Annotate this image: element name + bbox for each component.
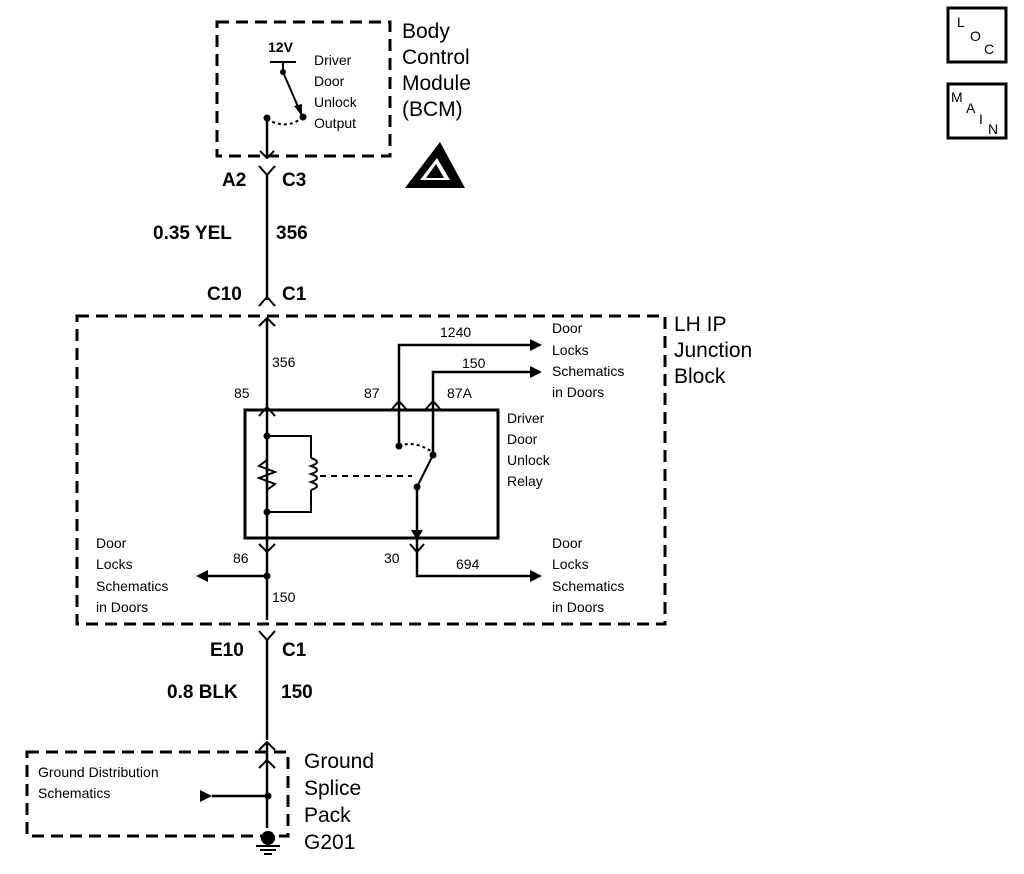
- ground-title-line-4: G201: [304, 831, 355, 854]
- loc-button[interactable]: L O C: [946, 6, 1008, 64]
- relay-label: Driver Door Unlock Relay: [507, 410, 551, 489]
- wire-bottom-circuit: 150: [281, 682, 313, 703]
- bcm-output-line-3: Unlock: [314, 94, 358, 110]
- junction-block-title-line-1: LH IP: [674, 313, 727, 336]
- connector-c10-c1: C10 C1: [207, 284, 307, 307]
- connector-bottom-right: C1: [282, 640, 307, 661]
- ground-title-line-1: Ground: [304, 750, 374, 773]
- ground-ref-line-2: Schematics: [38, 785, 110, 801]
- connector-top-left: A2: [222, 170, 246, 191]
- bcm-output-switch: [259, 61, 307, 160]
- ref-right-door-locks: Door Locks Schematics in Doors: [552, 535, 624, 615]
- driver-door-unlock-relay: [243, 408, 500, 540]
- relay-label-line-1: Driver: [507, 410, 545, 426]
- junction-block-dashed-box: [75, 314, 667, 626]
- bcm-title-line-2: Control: [402, 46, 470, 69]
- ref-top-line-2: Locks: [552, 342, 589, 358]
- ref-left-line-4: in Doors: [96, 599, 148, 615]
- main-letter-n: N: [988, 121, 998, 137]
- bcm-voltage-label: 12V: [268, 39, 294, 55]
- ref-left-line-3: Schematics: [96, 578, 168, 594]
- circuit-1240-label: 1240: [440, 324, 471, 340]
- ref-right-line-3: Schematics: [552, 578, 624, 594]
- pin-85-label: 85: [234, 385, 250, 401]
- connector-e10-c1: E10 C1: [210, 630, 307, 661]
- pin-87-label: 87: [364, 385, 380, 401]
- ref-left-door-locks: Door Locks Schematics in Doors: [96, 535, 168, 615]
- connector-top-right: C3: [282, 170, 306, 191]
- connector-a2-c3: A2 C3: [222, 165, 306, 191]
- ref-right-line-2: Locks: [552, 556, 589, 572]
- ground-title-line-3: Pack: [304, 804, 351, 827]
- connector-jb-top-right: C1: [282, 284, 307, 305]
- junction-block-title-line-2: Junction: [674, 339, 752, 362]
- ref-right-line-4: in Doors: [552, 599, 604, 615]
- wire-1240: [397, 343, 530, 405]
- ground-title-line-2: Splice: [304, 777, 361, 800]
- ref-top-line-4: in Doors: [552, 384, 604, 400]
- circuit-694-label: 694: [456, 556, 480, 572]
- bcm-output-line-1: Driver: [314, 52, 352, 68]
- jb-circuit-356: 356: [272, 354, 296, 370]
- wire-694: [415, 548, 530, 578]
- esd-sensitive-icon: [405, 142, 465, 188]
- main-button[interactable]: M A I N: [946, 82, 1008, 140]
- ground-ref-line-1: Ground Distribution: [38, 764, 159, 780]
- loc-letter-o: O: [970, 28, 981, 44]
- wire-top-gauge-color: 0.35 YEL: [153, 223, 232, 244]
- connector-bottom-left: E10: [210, 640, 244, 661]
- ground-icon: [256, 831, 280, 855]
- ground-splice-dashed-box: [25, 750, 290, 838]
- relay-label-line-3: Unlock: [507, 452, 551, 468]
- bcm-output-line-4: Output: [314, 115, 356, 131]
- bcm-dashed-box: [215, 20, 392, 158]
- bcm-output-label: Driver Door Unlock Output: [314, 52, 358, 131]
- main-letter-i: I: [979, 111, 983, 127]
- wire-top-circuit: 356: [276, 223, 308, 244]
- relay-label-line-4: Relay: [507, 473, 543, 489]
- ref-top-door-locks: Door Locks Schematics in Doors: [552, 320, 624, 400]
- junction-block-title-line-3: Block: [674, 365, 726, 388]
- ref-top-line-1: Door: [552, 320, 583, 336]
- relay-coil: [256, 410, 412, 540]
- loc-letter-l: L: [957, 14, 965, 30]
- bcm-title-line-1: Body: [402, 20, 450, 43]
- relay-switch: 87 87A: [364, 385, 473, 548]
- main-letter-a: A: [966, 100, 976, 116]
- relay-label-line-2: Door: [507, 431, 538, 447]
- pin-86-label: 86: [233, 550, 249, 566]
- bcm-title-line-4: (BCM): [402, 98, 463, 121]
- bcm-title: Body Control Module (BCM): [402, 20, 471, 121]
- bcm-output-line-2: Door: [314, 73, 345, 89]
- pin-87a-label: 87A: [447, 385, 473, 401]
- connector-jb-top-left: C10: [207, 284, 242, 305]
- main-letter-m: M: [951, 89, 963, 105]
- junction-block-title: LH IP Junction Block: [674, 313, 752, 388]
- wire-150-top: [431, 370, 530, 405]
- pin-30-label: 30: [384, 550, 400, 566]
- ref-left-line-1: Door: [96, 535, 127, 551]
- ref-right-line-1: Door: [552, 535, 583, 551]
- circuit-150-bottom-label: 150: [272, 589, 296, 605]
- bcm-title-line-3: Module: [402, 72, 471, 95]
- loc-letter-c: C: [984, 41, 994, 57]
- wire-bottom-gauge-color: 0.8 BLK: [167, 682, 238, 703]
- ref-left-line-2: Locks: [96, 556, 133, 572]
- circuit-150-top-label: 150: [462, 355, 486, 371]
- ground-distribution-ref: Ground Distribution Schematics: [38, 764, 159, 801]
- ref-top-line-3: Schematics: [552, 363, 624, 379]
- ground-splice-title: Ground Splice Pack G201: [304, 750, 374, 854]
